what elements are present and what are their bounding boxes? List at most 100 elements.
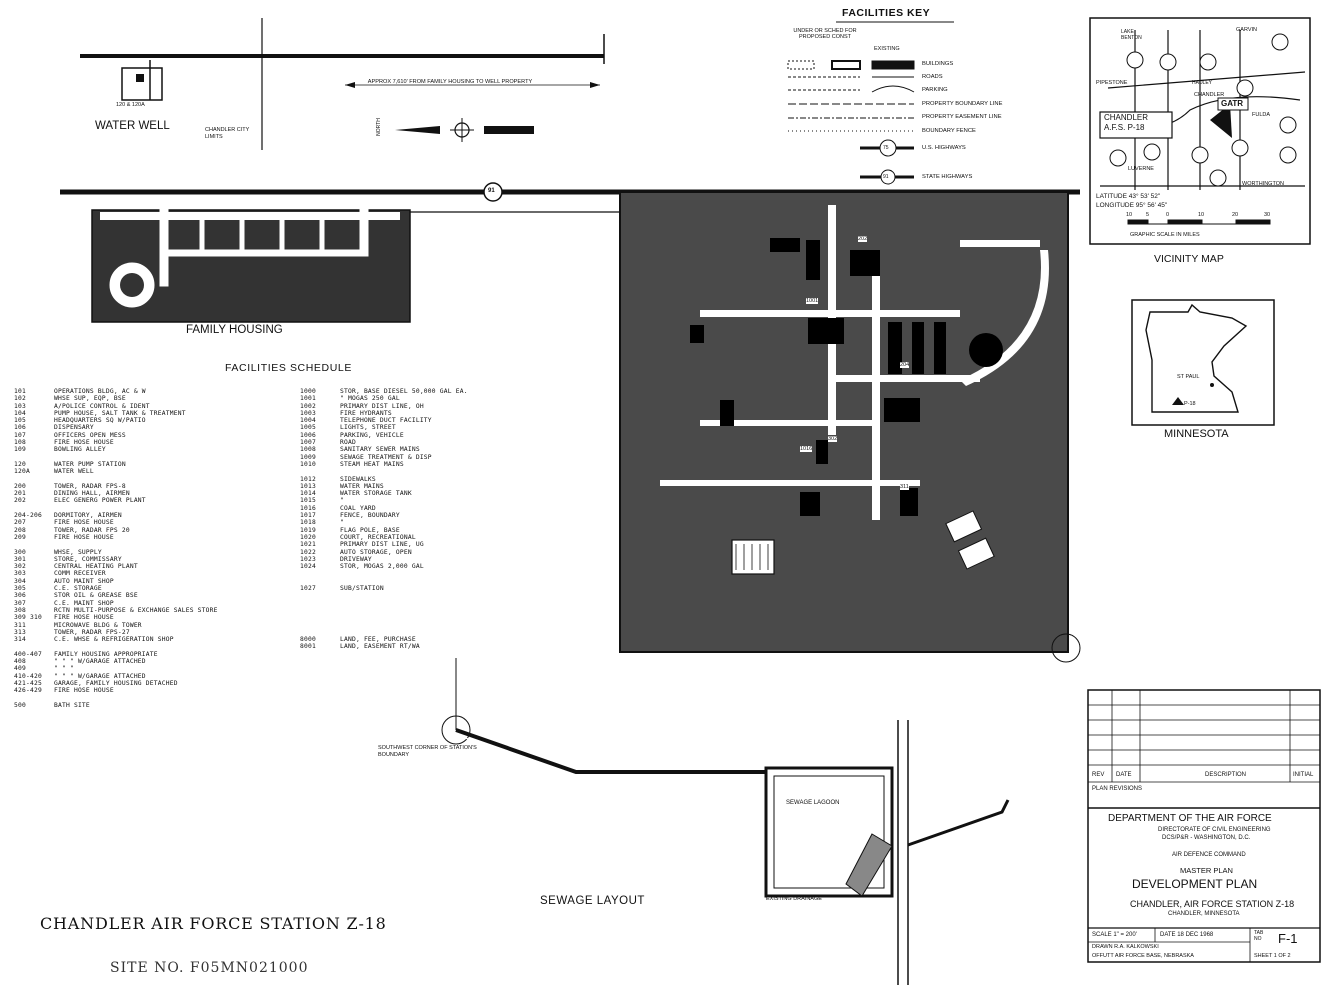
- rev-header: REV: [1092, 772, 1105, 778]
- facility-number: 311: [14, 621, 26, 629]
- facility-number: 104: [14, 409, 26, 417]
- facility-number: 202: [14, 497, 26, 505]
- town-label: CHANDLER: [1194, 92, 1225, 98]
- schedule-row: [300, 629, 500, 636]
- latitude: LATITUDE 43° 53' 52": [1096, 193, 1161, 200]
- facility-number: [300, 578, 340, 585]
- facility-number: 1006: [300, 431, 316, 439]
- building-label: 204: [900, 362, 910, 368]
- facility-number: 1014: [300, 490, 316, 498]
- city-limits-label: CHANDLER CITY LIMITS: [205, 127, 250, 140]
- facility-number: 1007: [300, 439, 316, 447]
- minnesota-label: MINNESOTA: [1164, 428, 1229, 440]
- facility-number: 1019: [300, 526, 316, 534]
- station-name: CHANDLER AIR FORCE STATION Z-18: [40, 914, 387, 933]
- facility-description: STOR OIL & GREASE BSE: [54, 592, 138, 600]
- facility-description: TOWER, RADAR FPS 20: [54, 526, 130, 534]
- schedule-row: 1001" MOGAS 250 GAL: [300, 395, 500, 402]
- key-item: STATE HIGHWAYS: [922, 174, 973, 180]
- facility-description: DISPENSARY: [54, 424, 94, 432]
- office: OFFUTT AIR FORCE BASE, NEBRASKA: [1092, 953, 1194, 959]
- key-existing-header: EXISTING: [874, 46, 900, 52]
- facility-number: 303: [14, 570, 26, 578]
- well-distance-note: APPROX 7,610' FROM FAMILY HOUSING TO WEL…: [367, 79, 533, 85]
- facility-number: 107: [14, 431, 26, 439]
- facility-number: 1023: [300, 555, 316, 563]
- facility-description: FIRE HOSE HOUSE: [54, 533, 114, 541]
- facility-description: WATER WELL: [54, 468, 94, 476]
- schedule-row: [300, 614, 500, 621]
- facility-number: 204-206: [14, 512, 42, 520]
- facility-number: [300, 607, 340, 614]
- facility-description: FIRE HYDRANTS: [340, 409, 392, 417]
- facility-number: 207: [14, 519, 26, 527]
- facility-number: 8000: [300, 636, 316, 644]
- facility-description: DRIVEWAY: [340, 555, 372, 563]
- facility-description: RCTN MULTI-PURPOSE & EXCHANGE SALES STOR…: [54, 606, 218, 614]
- facility-number: 208: [14, 526, 26, 534]
- facility-description: OFFICERS OPEN MESS: [54, 431, 126, 439]
- key-item: PROPERTY BOUNDARY LINE: [922, 101, 1003, 107]
- facility-description: STOR, MOGAS 2,000 GAL: [340, 563, 424, 571]
- building-label: 1016: [800, 446, 813, 452]
- facility-description: COURT, RECREATIONAL: [340, 533, 416, 541]
- town-label: PIPESTONE: [1096, 80, 1128, 86]
- p18-label: P-18: [1184, 401, 1196, 407]
- town-label: LAKE BENTON: [1121, 29, 1142, 41]
- state-highway-shield-icon: 91: [883, 174, 889, 180]
- facility-number: 8001: [300, 643, 316, 651]
- facility-number: 1012: [300, 475, 316, 483]
- facility-number: 1013: [300, 482, 316, 490]
- rev-header: DATE: [1116, 772, 1132, 778]
- schedule-row: 1007 ROAD: [300, 439, 500, 446]
- schedule-row: 208 TOWER, RADAR FPS 20: [14, 527, 294, 534]
- sewage-lagoon-label: SEWAGE LAGOON: [786, 800, 840, 806]
- facility-description: PRIMARY DIST LINE, OH: [340, 402, 424, 410]
- facility-number: 1022: [300, 548, 316, 556]
- building-label: 311: [900, 484, 909, 490]
- town-label: GARVIN: [1236, 27, 1257, 33]
- facility-description: PRIMARY DIST LINE, UG: [340, 541, 424, 549]
- facility-description: " " " W/GARAGE ATTACHED: [54, 672, 146, 680]
- facility-number: 1004: [300, 417, 316, 425]
- key-item: BUILDINGS: [922, 61, 954, 67]
- facility-number: 103: [14, 402, 26, 410]
- route-91-shield-icon: 91: [488, 188, 495, 194]
- facility-description: A/POLICE CONTROL & IDENT: [54, 402, 150, 410]
- water-well-label: WATER WELL: [95, 120, 170, 132]
- key-item: U.S. HIGHWAYS: [922, 145, 966, 151]
- facility-description: SIDEWALKS: [340, 475, 376, 483]
- facility-description: ROAD: [340, 439, 356, 447]
- scale: SCALE 1" = 200': [1092, 932, 1137, 938]
- facility-number: 1017: [300, 512, 316, 520]
- facility-description: " " " W/GARAGE ATTACHED: [54, 657, 146, 665]
- facility-description: " MOGAS 250 GAL: [340, 395, 400, 403]
- facility-number: 1021: [300, 541, 316, 549]
- command: AIR DEFENCE COMMAND: [1172, 852, 1246, 858]
- facility-number: [14, 505, 54, 512]
- longitude: LONGITUDE 95° 56' 45": [1096, 202, 1168, 209]
- schedule-row: [300, 600, 500, 607]
- date: DATE 18 DEC 1968: [1160, 932, 1214, 938]
- facility-number: 102: [14, 395, 26, 403]
